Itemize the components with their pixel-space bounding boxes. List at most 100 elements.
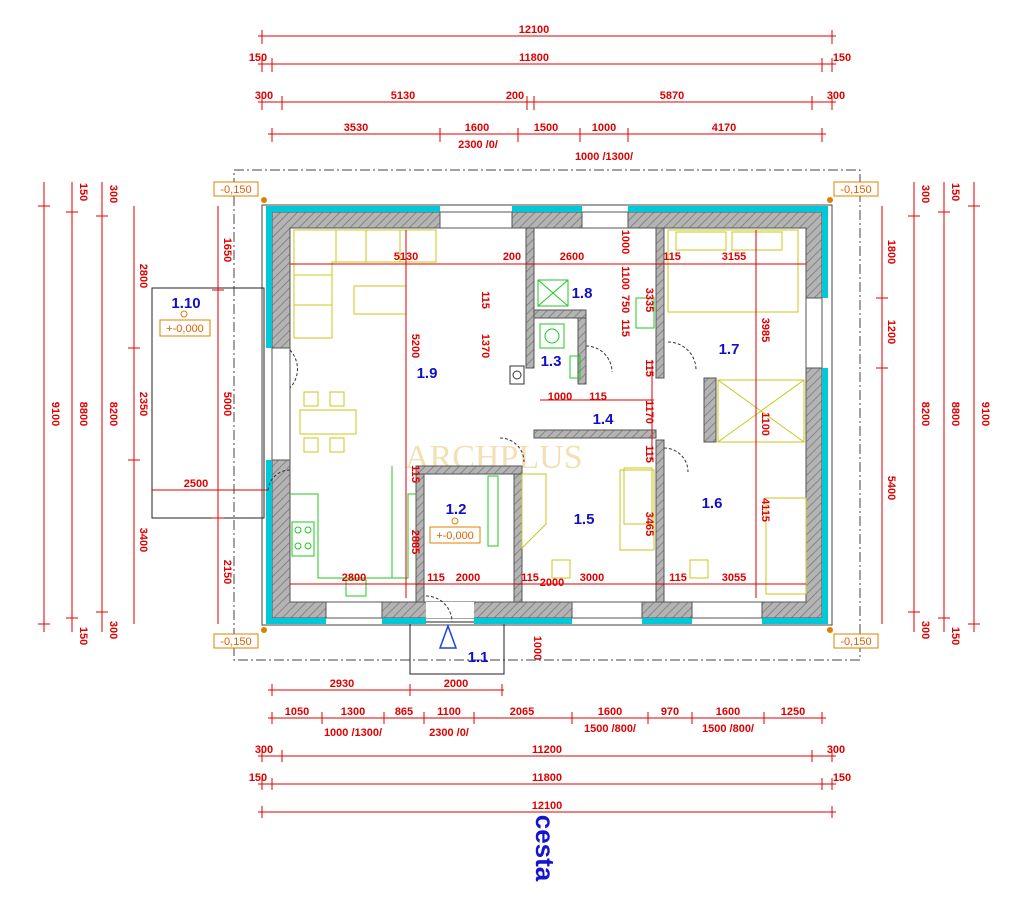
interior-dimension-lines	[290, 230, 806, 598]
dim-top-wall-left: 300	[255, 90, 273, 102]
room-label-room-15: 1.5	[574, 511, 595, 528]
room-label-entrance: 1.2	[446, 501, 467, 518]
dim-bottom-canopy: 2000	[444, 678, 468, 690]
entrance-arrow-icon	[438, 623, 458, 649]
dim-room-15-width: 3000	[580, 572, 604, 584]
dim-bottom-sill-2: 2300 /0/	[429, 727, 469, 739]
dim-right-window-bottom: 5400	[885, 476, 897, 500]
dim-bottom-canopy-left: 2930	[330, 678, 354, 690]
dim-hall-depth: 1170	[643, 400, 655, 424]
level-sw: -0,150	[220, 636, 251, 648]
room-label-bedroom: 1.7	[719, 341, 740, 358]
dim-wc-1000: 1000	[619, 230, 631, 254]
dim-left-wall-bottom: 2150	[221, 560, 233, 584]
dim-top-window-sill-2: 1000 /1300/	[575, 151, 633, 163]
level-se: -0,150	[840, 636, 871, 648]
dim-wall-115-h: 115	[427, 572, 445, 584]
dim-bath-depth: 3335	[643, 288, 655, 312]
dim-bedroom-17-depth: 3985	[759, 318, 771, 342]
dim-top-window-sill-1: 2300 /0/	[458, 139, 498, 151]
terrace-outline	[151, 287, 265, 519]
dim-left-top-300: 300	[107, 185, 119, 203]
entrance-door	[426, 602, 474, 618]
dim-bottom-sill-3: 1500 /800/	[584, 723, 636, 735]
bottom-dimension-chains	[258, 684, 836, 818]
terrain-outline	[233, 169, 861, 661]
level-tags	[159, 181, 879, 649]
level-ne: -0,150	[840, 184, 871, 196]
dim-bottom-sill-4: 1500 /800/	[702, 723, 754, 735]
dim-wall-115-c: 115	[643, 359, 655, 377]
dim-right-top-150: 150	[949, 183, 961, 201]
room-label-terrace: 1.10	[171, 295, 200, 312]
top-dimension-chains	[258, 30, 836, 142]
dim-top-window-4: 1000	[592, 122, 616, 134]
dim-living-depth: 5200	[409, 334, 421, 358]
door-swings	[267, 341, 697, 623]
interior-walls	[415, 227, 717, 603]
dim-top-total: 12100	[519, 24, 550, 36]
dim-top-inner-left: 5130	[391, 90, 415, 102]
dim-bottom-150-left: 150	[249, 772, 267, 784]
room-label-living: 1.9	[417, 365, 438, 382]
dim-right-bottom-300: 300	[919, 621, 931, 639]
room-label-hall: 1.4	[593, 411, 615, 428]
dim-top-window-5: 4170	[712, 122, 736, 134]
level-hall: +-0,000	[436, 530, 474, 542]
windows	[271, 211, 823, 619]
dim-hall-1000: 1000	[548, 391, 572, 403]
dim-left-bottom-300: 300	[107, 621, 119, 639]
dim-right-total: 9100	[979, 402, 991, 426]
dim-bottom-865: 865	[395, 706, 413, 718]
dim-left-wall-top: 1650	[221, 238, 233, 262]
dim-wall-115-a: 115	[663, 251, 681, 263]
dim-bottom-1100: 1100	[437, 706, 461, 718]
dim-bottom-outer: 11800	[532, 772, 562, 784]
room-label-canopy: 1.1	[468, 649, 489, 666]
dim-bottom-1250: 1250	[781, 706, 805, 718]
dim-bottom-total: 12100	[532, 800, 563, 812]
dim-left-window: 2350	[137, 392, 149, 416]
dim-left-window-bottom: 3400	[137, 528, 149, 552]
dim-right-outer: 8800	[949, 402, 961, 426]
dim-right-window-top: 1800	[885, 240, 897, 264]
entrance-canopy	[409, 621, 505, 675]
dim-left-inner: 8200	[107, 402, 119, 426]
dim-left-total: 9100	[49, 402, 61, 426]
dim-bottom-wall-left: 300	[255, 744, 273, 756]
dim-wall-115-g: 115	[409, 465, 421, 483]
dim-hall-2000: 2000	[540, 577, 564, 589]
dim-right-inner: 8200	[919, 402, 931, 426]
dim-wall-115-d: 115	[589, 391, 607, 403]
dim-wc-750: 750	[619, 295, 631, 313]
dim-wall-115-f: 115	[643, 445, 655, 463]
building-outline	[261, 204, 833, 626]
dim-top-outer-right: 150	[833, 52, 851, 64]
dim-left-top-150: 150	[77, 183, 89, 201]
dim-wall-115-b: 115	[619, 319, 631, 337]
dim-partition-200: 200	[503, 251, 521, 263]
dim-bottom-970: 970	[661, 706, 679, 718]
furniture	[293, 229, 807, 595]
dim-wall-115-e: 115	[479, 291, 491, 309]
dim-living-width: 5130	[394, 251, 418, 263]
dim-right-window: 1200	[885, 320, 897, 344]
dim-bottom-1600-a: 1600	[598, 706, 622, 718]
dim-top-window-2: 1600	[465, 122, 489, 134]
dim-left-bottom-150: 150	[77, 627, 89, 645]
dim-wall-115-j: 115	[669, 572, 687, 584]
room-label-wc: 1.8	[572, 285, 593, 302]
dim-top-window-3: 1500	[534, 122, 558, 134]
dim-left-terrace-depth: 5000	[221, 392, 233, 416]
dim-room-16-width: 3055	[722, 572, 746, 584]
dim-top-wall-right: 300	[827, 90, 845, 102]
dim-top-window-1: 3530	[344, 122, 368, 134]
dim-bottom-wall-right: 300	[827, 744, 845, 756]
dim-top-outer-left: 150	[249, 52, 267, 64]
room-label-room-16: 1.6	[702, 495, 723, 512]
dim-bottom-sill-1: 1000 /1300/	[324, 727, 382, 739]
dim-wall-115-i: 115	[521, 572, 539, 584]
dim-kitchen-depth: 2885	[409, 530, 421, 554]
bathroom-fixtures	[509, 279, 655, 385]
